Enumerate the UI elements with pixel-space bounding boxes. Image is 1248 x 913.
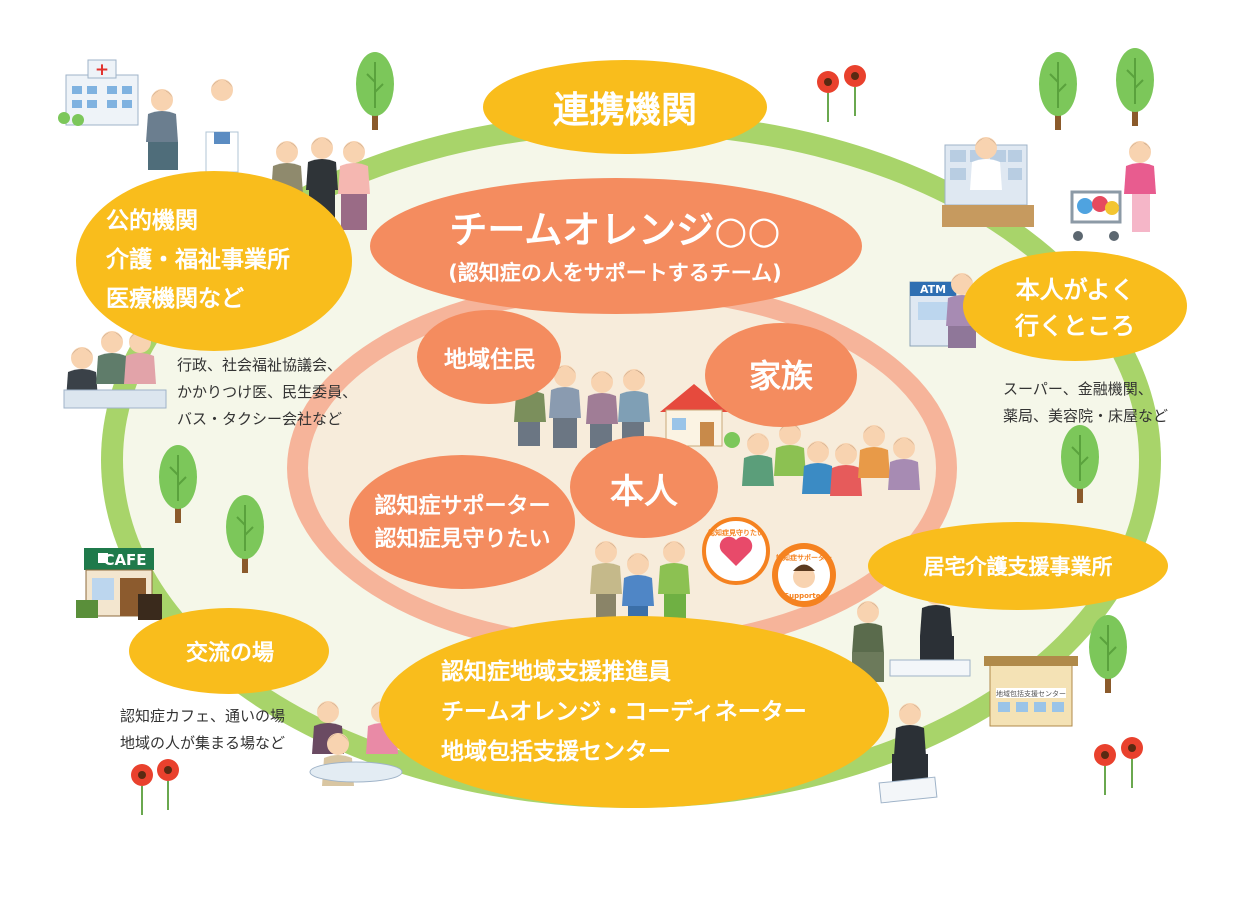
elderly-table-icon [309,701,403,786]
supporters-group-icon [590,541,690,626]
frequent-places-label: 本人がよく 行くところ [1015,276,1135,340]
counseling-icon [63,331,167,409]
svg-text:ATM: ATM [920,283,946,296]
svg-text:Supporter: Supporter [784,592,824,600]
supporter-badge-icon: 認知症サポーター Supporter [772,543,836,607]
care-office-bubble [868,522,1168,610]
team-subtitle: (認知症の人をサポートするチーム) [448,261,782,285]
svg-text:認知症見守りたい: 認知症見守りたい [708,528,764,537]
care-office-label: 居宅介護支援事業所 [923,555,1113,579]
staff-clipboard-icon [878,703,938,804]
exchange-label: 交流の場 [185,641,274,666]
house-icon [660,384,740,448]
shopper-icon [1070,141,1156,241]
hospital-icon: + [58,59,139,126]
doctor-consultation-icon [146,79,239,173]
mimamori-badge-icon: 認知症見守りたい [702,517,770,585]
network-label-bubble [483,60,767,154]
tree-icon [1115,47,1155,127]
svg-text:認知症サポーター: 認知症サポーター [776,553,832,562]
coordinators-bubble [379,616,889,808]
exchange-bubble [129,608,329,694]
honnin-label: 本人 [610,471,678,512]
community-center-icon: 地域包括支援センター [984,656,1078,727]
svg-text:+: + [95,60,109,80]
institutions-label: 公的機関 介護・福祉事業所 医療機関など [106,207,290,312]
pharmacist-icon [942,137,1034,227]
coordinators-label: 認知症地域支援推進員 チームオレンジ・コーディネーター 地域包括支援センター [441,659,807,765]
svg-text:地域包括支援センター: 地域包括支援センター [996,689,1066,698]
network-label: 連携機関 [552,90,697,131]
exchange-note: 認知症カフェ、通いの場 地域の人が集まる場など [120,707,286,752]
svg-text:CAFE: CAFE [103,551,146,569]
institutions-note: 行政、社会福祉協議会、 かかりつけ医、民生委員、 バス・タクシー会社など [177,356,358,428]
team-title: チームオレンジ○○ [449,207,781,252]
flower-icon [130,758,180,816]
flower-icon [816,64,867,123]
institutions-bubble [76,171,352,351]
frequent-places-bubble [963,251,1187,361]
tree-icon [1088,614,1128,694]
frequent-places-note: スーパー、金融機関、 薬局、美容院・床屋など [1003,380,1169,425]
supporters-bubble [349,455,575,589]
honnin-bubble [570,436,718,538]
team-orange-bubble [370,178,862,314]
residents-bubble [417,310,561,404]
atm-user-icon: ATM [909,273,978,348]
tree-icon [1038,51,1078,131]
tree-icon [355,51,395,131]
care-meeting-icon [852,583,971,682]
cafe-icon: CAFE [76,548,162,620]
residents-label: 地域住民 [444,347,536,373]
family-label: 家族 [748,357,813,395]
supporters-label: 認知症サポーター 認知症見守りたい [374,494,551,552]
flower-icon [1093,736,1144,796]
family-bubble [705,323,857,427]
